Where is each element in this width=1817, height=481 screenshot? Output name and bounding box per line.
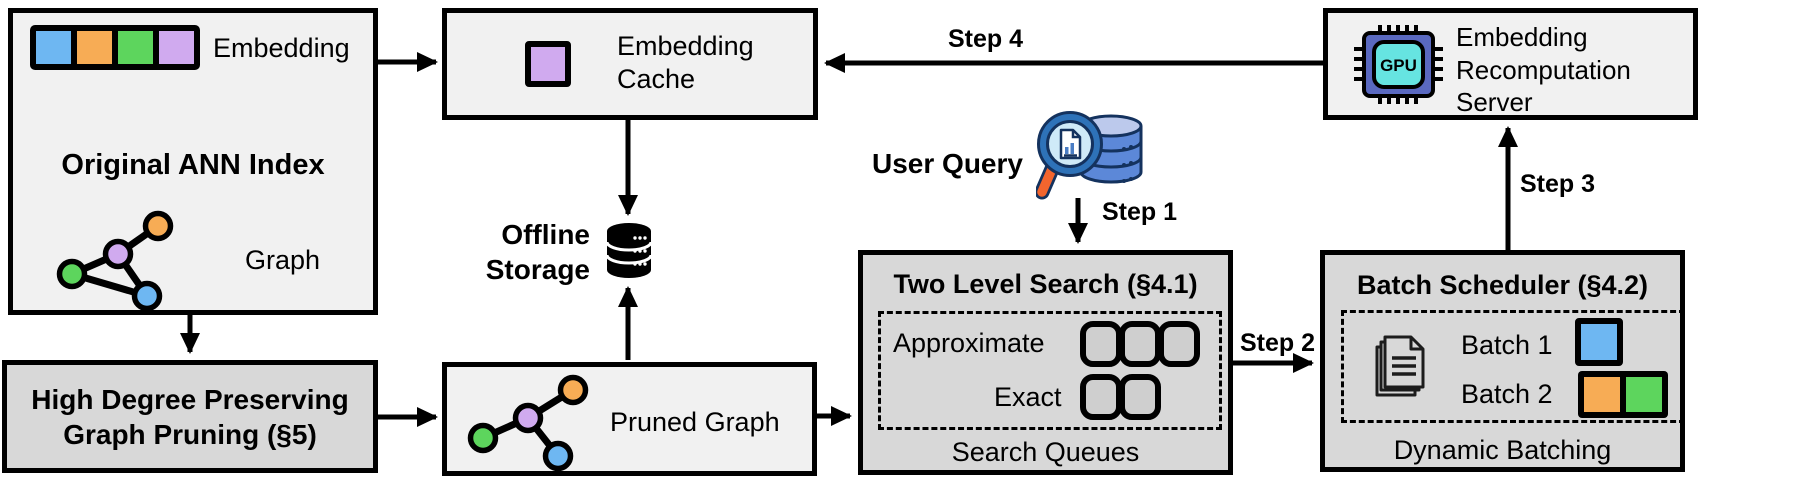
pruned-graph-label: Pruned Graph — [610, 407, 780, 437]
gpu-chip-label: GPU — [1380, 56, 1417, 75]
gpu-chip-icon: GPU — [1354, 25, 1443, 104]
search-queues-dashed-box — [878, 311, 1222, 430]
exact-label: Exact — [994, 382, 1062, 412]
step2-label: Step 2 — [1240, 329, 1316, 357]
user-query-icon — [1036, 111, 1143, 200]
two-level-search-title: Two Level Search (§4.1) — [893, 269, 1198, 299]
dynamic-batching-caption: Dynamic Batching — [1393, 435, 1612, 465]
step3-label: Step 3 — [1520, 170, 1596, 198]
queue-slot-icon — [1119, 321, 1161, 367]
embedding-label: Embedding — [213, 33, 350, 63]
step1-label: Step 1 — [1102, 198, 1178, 226]
batch-scheduler-box: Batch Scheduler (§4.2) Batch 1 Batch 2 D… — [1320, 250, 1685, 472]
pruned-graph-icon — [467, 374, 589, 471]
queue-slot-icon — [1119, 374, 1161, 420]
batch1-square-icon — [1575, 318, 1623, 366]
embedding-cache-line2: Cache — [617, 64, 696, 94]
dynamic-batching-dashed-box — [1341, 310, 1685, 423]
graph-pruning-box: High Degree Preserving Graph Pruning (§5… — [2, 360, 378, 473]
offline-storage-line1: Offline — [501, 219, 590, 250]
two-level-search-box: Two Level Search (§4.1) Approximate Exac… — [858, 250, 1233, 475]
graph-pruning-line2: Graph Pruning (§5) — [63, 418, 317, 450]
batch2-square-orange — [1584, 377, 1620, 412]
recomputation-server-label: Embedding Recomputation Server — [1456, 21, 1631, 119]
batch2-squares-icon — [1578, 371, 1668, 418]
graph-label: Graph — [245, 245, 321, 275]
documents-icon — [1375, 335, 1425, 397]
embedding-square-purple — [159, 31, 194, 64]
pruned-graph-nodes — [467, 374, 589, 471]
queue-slot-icon — [1158, 321, 1200, 367]
embedding-cache-box: Embedding Cache — [442, 8, 818, 120]
original-graph-icon — [56, 210, 174, 312]
database-dots — [633, 236, 647, 266]
pruned-graph-box: Pruned Graph — [442, 362, 817, 476]
embedding-vector-icon — [30, 25, 200, 70]
embedding-square-blue — [36, 31, 71, 64]
offline-storage-database-icon — [605, 223, 653, 278]
step4-label: Step 4 — [948, 25, 1024, 53]
approximate-label: Approximate — [893, 328, 1045, 358]
document-chart-icon — [1059, 128, 1082, 160]
queue-slot-icon — [1080, 374, 1122, 420]
offline-storage-line2: Storage — [485, 254, 590, 285]
batch1-label: Batch 1 — [1461, 330, 1553, 360]
embedding-cache-line1: Embedding — [617, 31, 754, 61]
server-line2: Recomputation — [1456, 54, 1631, 85]
ann-index-title: Original ANN Index — [61, 149, 325, 181]
graph-pruning-line1: High Degree Preserving — [31, 383, 349, 415]
embedding-square-orange — [77, 31, 112, 64]
embedding-square-green — [118, 31, 153, 64]
user-query-label: User Query — [872, 148, 1023, 179]
queue-slot-icon — [1080, 321, 1122, 367]
gpu-pins — [1354, 25, 1443, 104]
approximate-queue-icons — [1080, 321, 1200, 367]
batch2-square-green — [1626, 377, 1662, 412]
offline-storage-label: Offline Storage — [455, 217, 590, 287]
server-line3: Server — [1456, 87, 1533, 117]
magnifier-icon — [1036, 111, 1103, 200]
server-line1: Embedding — [1456, 22, 1588, 52]
batch2-label: Batch 2 — [1461, 379, 1553, 409]
cached-embedding-icon — [525, 41, 571, 87]
search-queues-caption: Search Queues — [951, 437, 1140, 467]
recomputation-server-box: GPU Embedding Recomputation Server — [1323, 8, 1698, 120]
original-graph-nodes — [56, 210, 174, 312]
batch-scheduler-title: Batch Scheduler (§4.2) — [1356, 270, 1649, 300]
original-ann-index-box: Embedding Original ANN Index Graph — [8, 8, 378, 315]
exact-queue-icons — [1080, 374, 1161, 420]
